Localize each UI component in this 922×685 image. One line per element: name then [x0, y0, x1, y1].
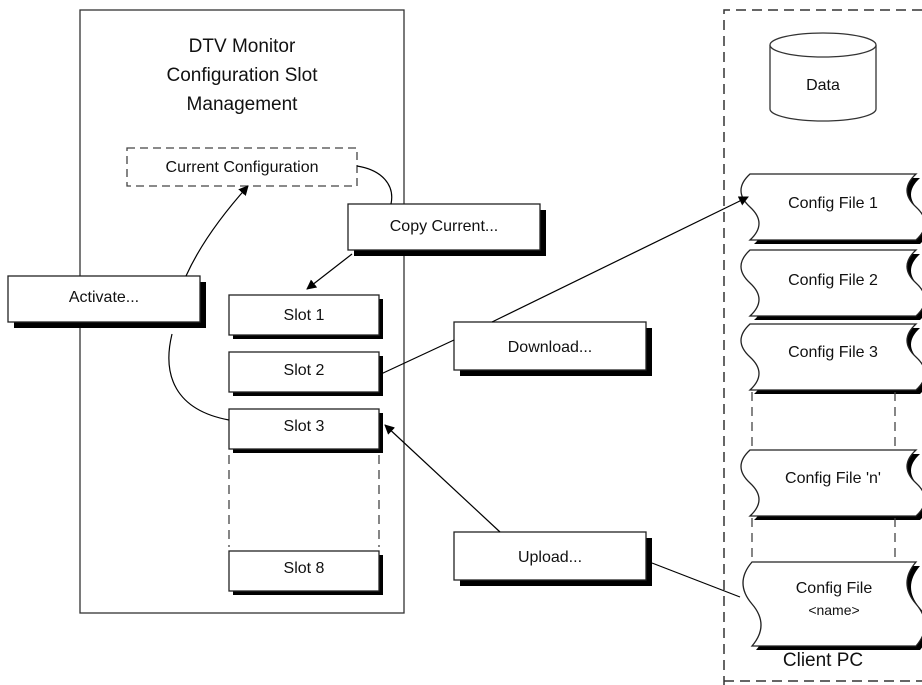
slot-8-label: Slot 8 [284, 560, 325, 577]
document-wave-icon [740, 323, 922, 394]
document-wave-icon [740, 249, 922, 320]
current-configuration-box [126, 147, 358, 187]
activate-label: Activate... [69, 289, 139, 306]
document-wave-icon [742, 561, 922, 650]
activate-slot3-curve [168, 333, 230, 421]
data-store-label: Data [806, 77, 840, 94]
monitor-title-line-2: Configuration Slot [166, 65, 318, 86]
copy-from-current-curve [356, 165, 393, 205]
cylinder-data-store-icon [769, 32, 877, 122]
client-pc-container [723, 9, 922, 685]
copy-to-slot1-arrow [306, 253, 353, 290]
slot-8[interactable]: Slot 8 [228, 550, 383, 595]
slot-2[interactable]: Slot 2 [228, 351, 383, 396]
config-file-1-label: Config File 1 [788, 195, 878, 212]
config-file-2-label: Config File 2 [788, 272, 878, 289]
download-label: Download... [508, 339, 593, 356]
config-file-3-label: Config File 3 [788, 344, 878, 361]
download-action[interactable]: Download... [453, 321, 652, 376]
monitor-title-line-1: DTV Monitor [189, 36, 296, 57]
client-pc-label: Client PC [783, 650, 863, 671]
copy-current-action[interactable]: Copy Current... [347, 203, 546, 256]
document-wave-icon [740, 449, 922, 520]
upload-arrow-lower [651, 562, 741, 598]
slot-1[interactable]: Slot 1 [228, 294, 383, 339]
copy-current-label: Copy Current... [390, 218, 498, 235]
upload-arrow-upper [384, 424, 501, 533]
config-file-n-label: Config File 'n' [785, 470, 881, 487]
monitor-title-line-3: Management [187, 94, 299, 115]
activate-arrow [185, 185, 249, 277]
download-arrow-upper [491, 196, 749, 323]
slot-3[interactable]: Slot 3 [228, 408, 383, 453]
document-wave-icon [740, 173, 922, 244]
slot-1-label: Slot 1 [284, 307, 325, 324]
download-arrow-lower [380, 339, 455, 375]
slot-3-label: Slot 3 [284, 418, 325, 435]
named-file-line-1: Config File [796, 580, 873, 597]
upload-label: Upload... [518, 549, 582, 566]
named-file-line-2: <name> [808, 602, 859, 618]
upload-action[interactable]: Upload... [453, 531, 652, 586]
slot-2-label: Slot 2 [284, 362, 325, 379]
current-configuration-label: Current Configuration [166, 159, 319, 176]
activate-action[interactable]: Activate... [7, 275, 206, 328]
